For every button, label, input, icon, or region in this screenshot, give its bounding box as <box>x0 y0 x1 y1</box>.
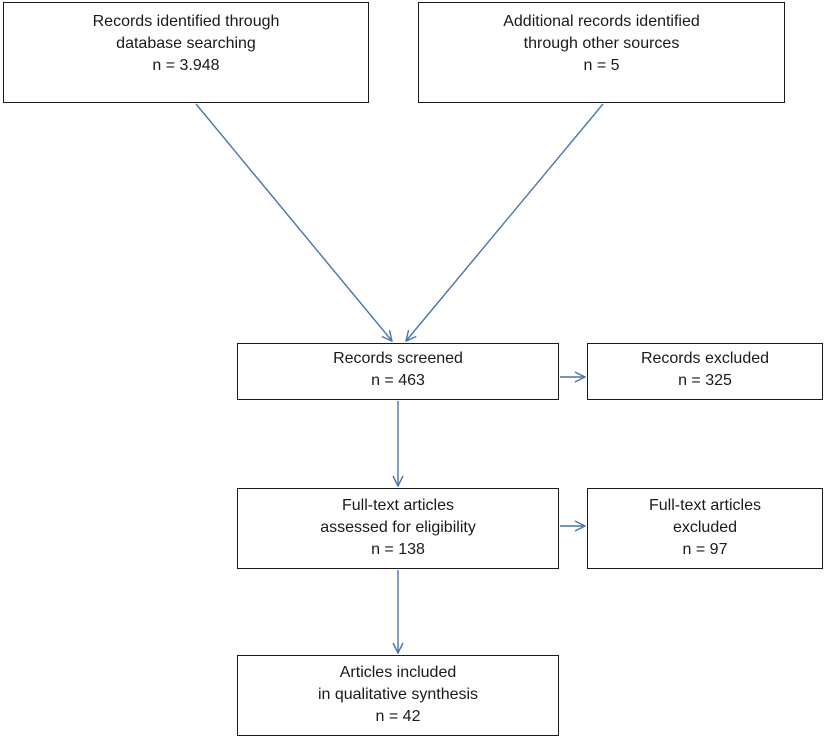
records-other-count: n = 5 <box>583 57 620 74</box>
records-excluded-label: Records excluded <box>640 350 770 367</box>
records-database-line1: Records identified through <box>92 13 280 30</box>
full-text-count: n = 138 <box>371 541 425 558</box>
records-other-line1: Additional records identified <box>503 13 700 30</box>
full-text-excluded-line2: excluded <box>672 519 738 536</box>
records-database-box: Records identified through database sear… <box>3 2 369 103</box>
full-text-assessed-box: Full-text articles assessed for eligibil… <box>237 488 559 569</box>
records-screened-label: Records screened <box>333 350 463 367</box>
full-text-excluded-count: n = 97 <box>682 541 728 558</box>
full-text-line2: assessed for eligibility <box>320 519 476 536</box>
articles-included-count: n = 42 <box>375 708 421 725</box>
articles-included-box: Articles included in qualitative synthes… <box>237 655 559 736</box>
records-screened-box: Records screened n = 463 <box>237 343 559 400</box>
articles-included-line2: in qualitative synthesis <box>317 686 479 703</box>
records-excluded-box: Records excluded n = 325 <box>587 343 823 400</box>
records-other-sources-box: Additional records identified through ot… <box>418 2 785 103</box>
full-text-line1: Full-text articles <box>341 497 455 514</box>
full-text-excluded-box: Full-text articles excluded n = 97 <box>587 488 823 569</box>
records-excluded-count: n = 325 <box>678 372 732 389</box>
arrow-database-to-screened <box>195 103 392 341</box>
records-database-line2: database searching <box>116 35 256 52</box>
full-text-excluded-line1: Full-text articles <box>648 497 762 514</box>
arrow-other-to-screened <box>406 103 604 341</box>
records-database-count: n = 3.948 <box>152 57 220 74</box>
articles-included-line1: Articles included <box>339 664 457 681</box>
records-screened-count: n = 463 <box>371 372 425 389</box>
records-other-line2: through other sources <box>523 35 680 52</box>
